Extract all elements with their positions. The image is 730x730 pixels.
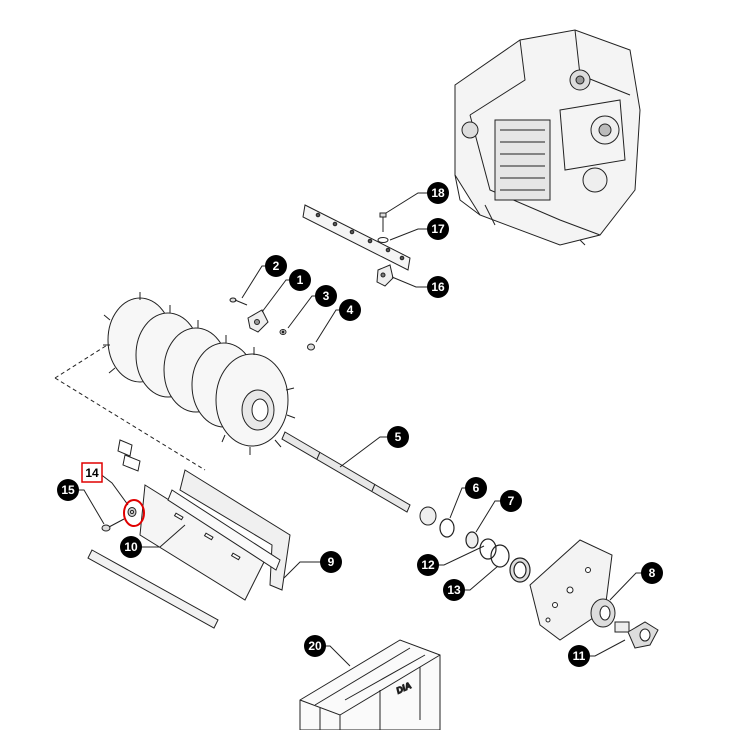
svg-text:14: 14	[85, 466, 99, 480]
highlight-circle	[123, 499, 145, 527]
scraper-parts	[87, 439, 291, 629]
callout-12[interactable]: 12	[417, 554, 439, 576]
callout-18[interactable]: 18	[427, 182, 449, 204]
svg-text:3: 3	[323, 289, 330, 303]
svg-text:11: 11	[573, 649, 586, 663]
svg-text:1: 1	[297, 273, 304, 287]
svg-text:6: 6	[473, 481, 480, 495]
shipping-crate: DIA	[299, 639, 441, 730]
callout-3[interactable]: 3	[315, 285, 337, 307]
callout-20[interactable]: 20	[304, 635, 326, 657]
svg-text:2: 2	[273, 259, 280, 273]
callout-7[interactable]: 7	[500, 490, 522, 512]
callout-1[interactable]: 1	[289, 269, 311, 291]
callout-9[interactable]: 9	[320, 551, 342, 573]
svg-text:4: 4	[347, 303, 354, 317]
svg-text:13: 13	[447, 583, 461, 597]
shaft	[281, 431, 437, 526]
tensioner-parts	[229, 297, 315, 351]
svg-text:8: 8	[649, 566, 656, 580]
callout-15[interactable]: 15	[57, 479, 79, 501]
mounting-bar-assembly	[302, 204, 411, 287]
svg-text:5: 5	[395, 430, 402, 444]
callout-11[interactable]: 11	[568, 645, 590, 667]
callout-13[interactable]: 13	[443, 579, 465, 601]
svg-text:16: 16	[431, 280, 445, 294]
sprocket-stack	[54, 292, 296, 471]
svg-text:17: 17	[431, 222, 445, 236]
callout-17[interactable]: 17	[427, 218, 449, 240]
side-plate-bearing	[529, 539, 659, 649]
callout-5[interactable]: 5	[387, 426, 409, 448]
svg-text:7: 7	[508, 494, 515, 508]
bearing-rings	[439, 518, 531, 583]
callout-8[interactable]: 8	[641, 562, 663, 584]
svg-text:9: 9	[328, 555, 335, 569]
svg-text:15: 15	[61, 483, 75, 497]
callout-2[interactable]: 2	[265, 255, 287, 277]
callout-16[interactable]: 16	[427, 276, 449, 298]
svg-text:20: 20	[308, 639, 322, 653]
callout-14-highlighted[interactable]: 14	[81, 462, 103, 483]
svg-text:18: 18	[431, 186, 445, 200]
callout-10[interactable]: 10	[120, 536, 142, 558]
callout-6[interactable]: 6	[465, 477, 487, 499]
machine-overview-illustration	[454, 29, 641, 246]
callout-4[interactable]: 4	[339, 299, 361, 321]
svg-text:12: 12	[421, 558, 435, 572]
svg-text:10: 10	[124, 540, 138, 554]
callout-badges: 18 17 16 2 1 3 4 5	[57, 182, 663, 667]
